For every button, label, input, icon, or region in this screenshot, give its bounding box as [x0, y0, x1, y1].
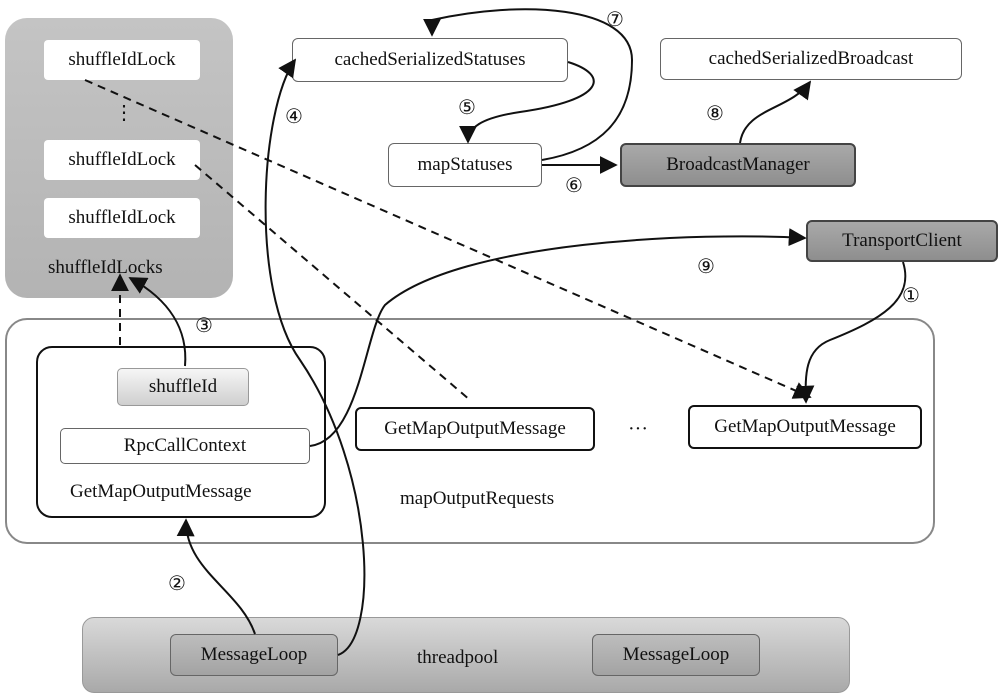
arrow-step-8 — [739, 80, 812, 144]
map-output-requests-title: mapOutputRequests — [400, 488, 555, 509]
step-4-label: ④ — [285, 106, 303, 128]
get-map-output-message-3: GetMapOutputMessage — [688, 405, 922, 449]
cached-serialized-broadcast: cachedSerializedBroadcast — [660, 38, 962, 80]
arrow-step-7 — [422, 8, 634, 161]
arrow-step-1 — [796, 261, 907, 404]
threadpool-title: threadpool — [417, 647, 499, 668]
arrow-step-2 — [176, 518, 256, 635]
shuffle-id-lock-2: shuffleIdLock — [44, 140, 200, 180]
shuffle-id-lock-1: shuffleIdLock — [44, 40, 200, 80]
arrow-step-3 — [128, 277, 187, 367]
get-map-output-message-2: GetMapOutputMessage — [355, 407, 595, 451]
message-loop-right: MessageLoop — [592, 634, 760, 676]
arrow-step-5 — [459, 61, 595, 144]
dashed-link-lock-to-message-3 — [84, 79, 812, 399]
shuffle-id-lock-3: shuffleIdLock — [44, 198, 200, 238]
rpc-call-context: RpcCallContext — [60, 428, 310, 464]
locks-panel-title: shuffleIdLocks — [48, 257, 163, 278]
requests-ellipsis: ··· — [628, 418, 648, 440]
shuffle-id-field: shuffleId — [117, 368, 249, 406]
step-2-label: ② — [168, 573, 186, 595]
locks-ellipsis: ⋮ — [114, 102, 134, 124]
dashed-link-lock-to-message-2 — [194, 164, 471, 401]
step-1-label: ① — [902, 285, 920, 307]
step-7-label: ⑦ — [606, 9, 624, 31]
step-6-label: ⑥ — [565, 175, 583, 197]
step-9-label: ⑨ — [697, 256, 715, 278]
step-5-label: ⑤ — [458, 97, 476, 119]
transport-client: TransportClient — [806, 220, 998, 262]
broadcast-manager: BroadcastManager — [620, 143, 856, 187]
map-statuses: mapStatuses — [388, 143, 542, 187]
step-8-label: ⑧ — [706, 103, 724, 125]
step-3-label: ③ — [195, 315, 213, 337]
arrow-step-9 — [309, 228, 807, 447]
message-loop-left: MessageLoop — [170, 634, 338, 676]
arrow-step-4 — [264, 58, 366, 656]
get-map-output-message-label: GetMapOutputMessage — [70, 481, 252, 502]
